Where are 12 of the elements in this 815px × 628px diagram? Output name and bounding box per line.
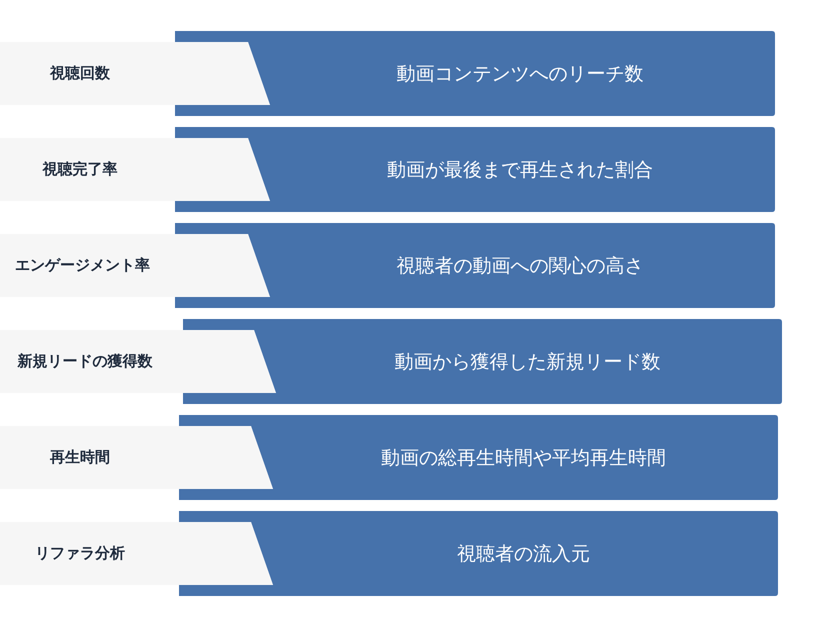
description-box: 動画が最後まで再生された割合 [175, 127, 775, 212]
metric-tab: 新規リードの獲得数 [0, 330, 183, 393]
metric-tab: エンゲージメント率 [0, 234, 175, 297]
description-box: 動画から獲得した新規リード数 [183, 319, 782, 404]
metric-tab: 視聴回数 [0, 42, 175, 105]
metric-tab: 再生時間 [0, 426, 179, 489]
description-box: 動画の総再生時間や平均再生時間 [179, 415, 778, 500]
description-box: 動画コンテンツへのリーチ数 [175, 31, 775, 116]
description-box: 視聴者の動画への関心の高さ [175, 223, 775, 308]
metric-tab: リファラ分析 [0, 522, 179, 585]
description-box: 視聴者の流入元 [179, 511, 778, 596]
metric-tab: 視聴完了率 [0, 138, 175, 201]
